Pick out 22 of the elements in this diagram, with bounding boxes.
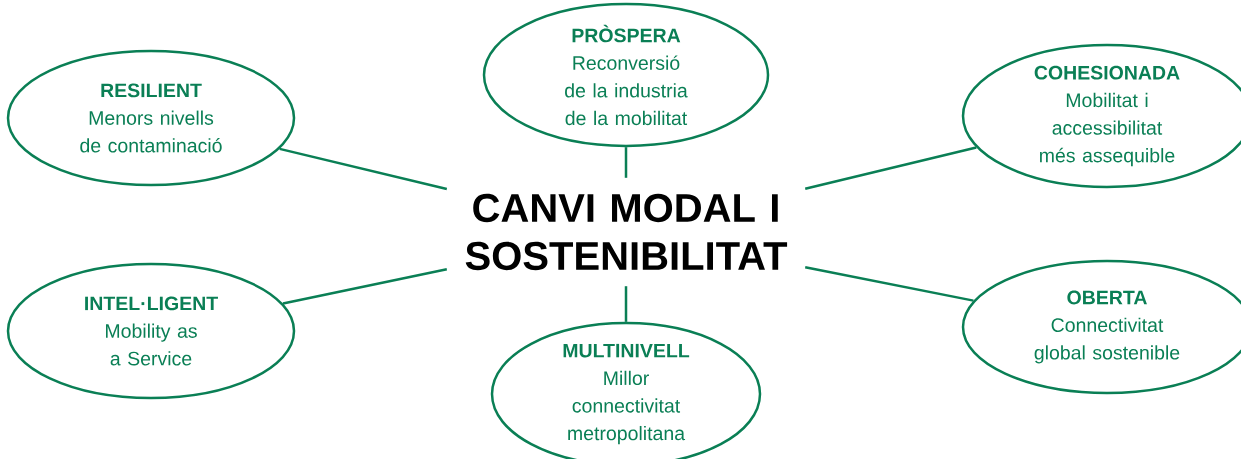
heading: RESILIENT [101,83,202,98]
connector-line [804,266,974,302]
heading: COHESIONADA [1034,65,1180,80]
heading: OBERTA [1067,290,1147,305]
description: Millor connectivitat metropolitana [568,370,686,445]
heading: PRÒSPERA [572,24,681,43]
central-title: CANVI MODAL I SOSTENIBILITAT [465,193,788,271]
description: Connectivitat global sostenible [1034,317,1180,364]
description: Mobility as a Service [106,323,197,366]
connector-line [624,147,628,178]
description: Mobilitat i accessibilitat més assequible [1040,92,1175,167]
description: Menors nivells de contaminació [80,110,222,153]
heading: MULTINIVELL [563,343,690,358]
connector-line [804,146,977,191]
ellipse-node [6,262,296,400]
description: Reconversió de la industria de la mobilitat [565,55,688,126]
ellipse-node [6,49,296,187]
heading: INTEL·LIGENT [85,296,218,311]
ellipse-node [482,2,770,148]
connector-line [279,147,448,191]
connector-line [624,286,628,322]
connector-line [282,268,448,305]
